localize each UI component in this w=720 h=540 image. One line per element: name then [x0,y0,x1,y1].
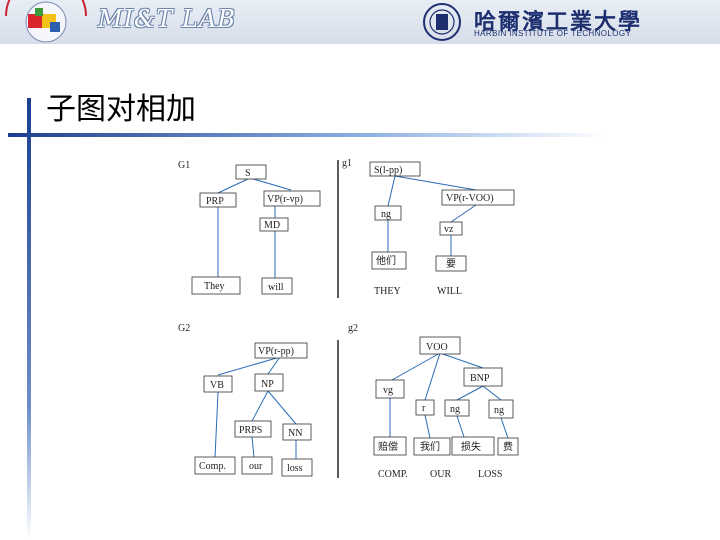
g2-cn-node-ng2-label: ng [494,405,504,416]
g1-cn-node-vp-label: VP(r-VOO) [446,193,494,204]
g1-cn-leaf-yao [435,255,467,272]
g2-node-nn [282,423,312,441]
g2-cn-node-ng1-label: ng [450,404,460,415]
g2-node-np [254,373,284,392]
g1-cn-node-ng [374,205,402,221]
g2-node-prps-label: PRPS [239,425,262,436]
g2-gloss-comp: COMP. [378,469,408,480]
g2-leaf-comp-label: Comp. [199,461,226,472]
vertical-accent-line [27,98,31,540]
g2-gloss-loss: LOSS [478,469,502,480]
g2-leaf-comp [194,456,236,475]
tree-edge [391,352,441,381]
tree-edge [424,352,441,401]
g2-node-vp-label: VP(r-pp) [258,346,294,357]
g1-node-md [259,217,289,232]
university-emblem-icon [423,3,461,41]
tree-edge [214,391,219,459]
g2-cn-node-vg-label: vg [383,385,393,396]
g1-node-vp [263,190,321,207]
tree-edge [251,390,269,422]
tree-edge [456,385,484,401]
g2-cn-leaf-peichang-label: 赔偿 [378,440,398,453]
g2-cn-leaf-peichang [373,436,407,456]
tree-edge [394,175,477,191]
g1-leaf-will-label: will [268,282,284,293]
g2-cn-label: g2 [348,323,358,334]
g2-cn-leaf-fei [497,437,519,456]
g1-cn-node-ng-label: ng [381,209,391,220]
g2-cn-leaf-sunshi-label: 损失 [461,440,481,453]
university-name-english: HARBIN INSTITUTE OF TECHNOLOGY [474,29,632,38]
tree-edge [251,436,255,458]
g1-leaf-they [191,276,241,295]
g1-node-s [235,164,267,180]
g1-cn-node-s [369,161,421,177]
g1-cn-leaf-tamen-label: 他们 [376,254,396,267]
tree-edge [482,385,502,401]
g2-gloss-our: OUR [430,469,451,480]
university-name-chinese: 哈爾濱工業大學 [474,9,643,35]
tree-edge [267,356,281,375]
g1-node-vp-label: VP(r-vp) [267,194,303,205]
g2-node-vb [203,375,233,393]
g1-node-prp-label: PRP [206,196,224,207]
g2-leaf-our-label: our [249,461,263,472]
g1-cn-node-vz [439,221,463,236]
g1-cn-node-vp [441,189,515,206]
g1-cn-leaf-yao-label: 要 [446,258,456,270]
g1-node-md-label: MD [264,220,280,231]
g2-cn-node-voo-label: VOO [426,342,448,353]
horizontal-accent-line [8,133,608,137]
g1-en-label: G1 [178,160,190,171]
tree-edge [387,175,396,207]
tree-edge [267,390,297,425]
g2-cn-node-bnp [463,367,503,387]
tree-edge [424,414,431,439]
g2-cn-node-ng1 [444,399,470,417]
g2-node-np-label: NP [261,379,274,390]
header-bar: MI&T LAB 哈爾濱工業大學 HARBIN INSTITUTE OF TEC… [0,0,720,44]
g1-cn-node-vz-label: vz [444,224,454,235]
g2-node-vp [254,342,308,359]
lab-name: MI&T LAB [98,5,236,33]
g2-cn-node-r-label: r [422,403,426,414]
tree-edge [450,204,477,223]
g2-en-label: G2 [178,323,190,334]
g1-node-s-label: S [245,168,251,179]
g2-cn-node-r [415,399,435,416]
g2-cn-leaf-women [413,437,451,456]
g2-cn-node-voo [419,336,461,355]
g2-cn-node-vg [375,379,405,399]
g2-cn-leaf-fei-label: 费 [503,440,513,453]
g1-cn-label: g1 [342,158,352,169]
g1-cn-node-s-label: S(l-pp) [374,165,402,176]
g1-leaf-will [261,277,293,295]
tree-edge [439,352,484,369]
tree-edge [217,177,251,194]
g1-gloss-they: THEY [374,286,401,297]
g2-cn-node-ng2 [488,399,514,419]
tree-edge [456,415,465,438]
g2-cn-leaf-women-label: 我们 [420,440,440,453]
g2-cn-leaf-sunshi [451,436,495,456]
slide-title: 子图对相加 [46,92,196,127]
g2-leaf-our [241,456,273,475]
tree-edge [249,177,292,191]
puzzle-logo-icon [5,0,87,43]
g1-leaf-they-label: They [204,281,225,292]
g2-node-vb-label: VB [210,380,224,391]
g2-leaf-loss [281,458,313,477]
g2-node-nn-label: NN [288,428,302,439]
g1-cn-leaf-tamen [371,251,407,270]
tree-edge [500,417,509,439]
g2-leaf-loss-label: loss [287,463,303,474]
g1-node-prp [199,192,237,208]
g1-gloss-will: WILL [437,286,462,297]
g2-node-prps [234,420,272,438]
tree-edge [217,356,281,376]
g2-cn-node-bnp-label: BNP [470,373,490,384]
